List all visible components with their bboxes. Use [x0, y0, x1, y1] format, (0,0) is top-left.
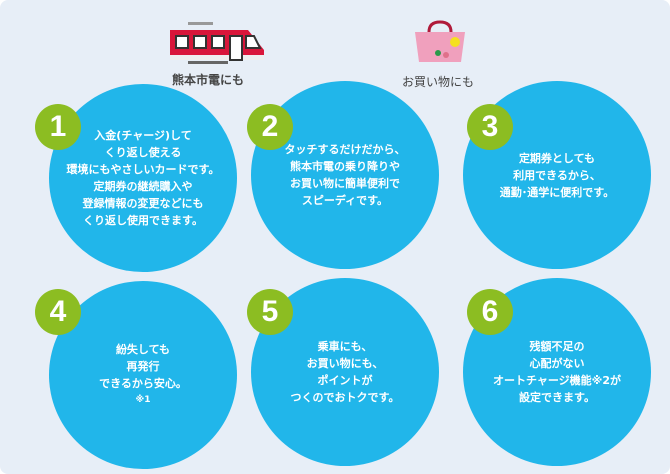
train-icon: [170, 22, 264, 64]
feature-text: 残額不足の 心配がない オートチャージ機能※2が 設定できます。: [492, 340, 622, 404]
feature-text: 紛失しても 再発行 できるから安心。: [99, 343, 187, 390]
number-badge-1: 1: [35, 104, 81, 150]
feature-text: 入金(チャージ)して くり返し使える 環境にもやさしいカードです。 定期券の継続…: [66, 129, 220, 227]
feature-text: 定期券としても 利用できるから、 通勤･通学に便利です。: [499, 151, 615, 199]
feature-circle-1: 入金(チャージ)して くり返し使える 環境にもやさしいカードです。 定期券の継続…: [49, 84, 237, 272]
number-badge-2: 2: [247, 104, 293, 150]
number-badge-3: 3: [467, 104, 513, 150]
feature-text: 乗車にも、 お買い物にも、 ポイントが つくのでおトクです。: [290, 340, 400, 404]
number-badge-6: 6: [467, 289, 513, 335]
shopping-bag-icon: [415, 20, 465, 62]
number-badge-5: 5: [247, 289, 293, 335]
number-badge-4: 4: [35, 289, 81, 335]
train-label: 熊本市電にも: [172, 73, 245, 87]
feature-circle-6: 残額不足の 心配がない オートチャージ機能※2が 設定できます。: [463, 278, 651, 466]
footnote-mark: ※1: [135, 395, 151, 405]
shopping-label: お買い物にも: [402, 75, 475, 89]
feature-text: タッチするだけだから、 熊本市電の乗り降りや お買い物に簡単便利で スピーディで…: [284, 143, 406, 207]
